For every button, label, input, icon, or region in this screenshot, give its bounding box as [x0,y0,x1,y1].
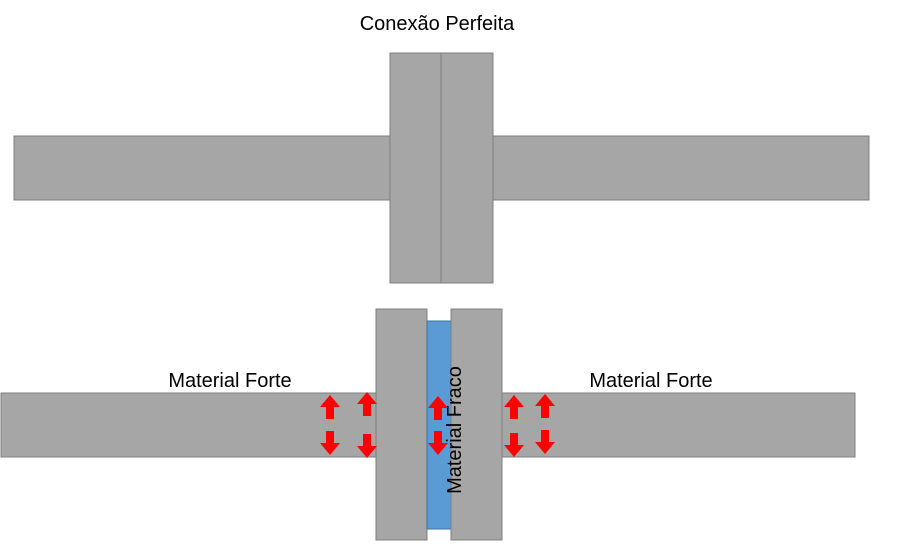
right-strong-label: Material Forte [589,370,712,392]
top-left-bar [13,135,391,201]
left-strong-label: Material Forte [168,370,291,392]
arrow-down-icon [535,430,555,454]
bottom-right-bar [501,392,856,458]
arrow-up-icon [428,396,448,420]
arrow-down-icon [428,431,448,455]
weak-material-layer [426,320,452,530]
weak-connection [0,308,856,541]
weak-material-label: Material Fraco [444,366,466,494]
arrow-up-icon [504,395,524,419]
top-left-flange [389,52,442,284]
arrow-up-icon [535,394,555,418]
top-right-flange [440,52,494,284]
arrow-down-icon [504,433,524,457]
top-right-bar [492,135,870,201]
arrow-down-icon [357,434,377,458]
bottom-left-flange [375,308,428,541]
title-label: Conexão Perfeita [360,13,515,35]
stress-arrows [320,392,555,458]
bottom-left-bar [0,392,377,458]
perfect-connection [13,52,870,284]
arrow-down-icon [320,431,340,455]
arrow-up-icon [320,395,340,419]
bottom-right-flange [450,308,503,541]
arrow-up-icon [357,392,377,416]
